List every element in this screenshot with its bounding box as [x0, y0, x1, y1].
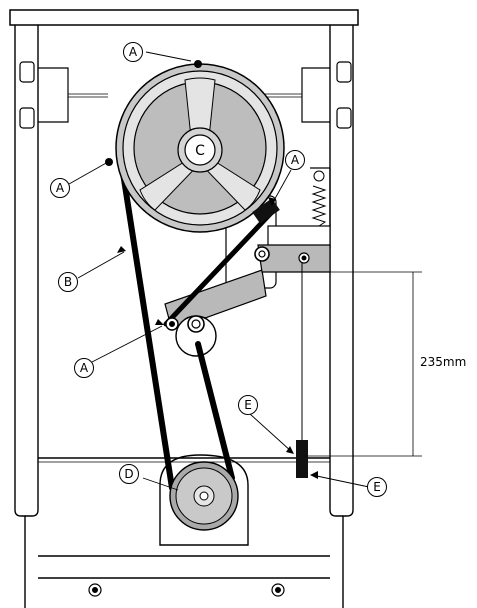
- callout-a-left: A: [50, 178, 70, 198]
- callout-a-top: A: [123, 42, 143, 62]
- callout-a-tensioner: A: [285, 150, 305, 170]
- svg-text:C: C: [195, 143, 205, 159]
- callout-dots: [105, 60, 318, 479]
- belt-left-run: [118, 157, 175, 491]
- dimension-indicator: [306, 271, 422, 457]
- callout-c-pulley: C: [195, 143, 205, 159]
- drive-belts: [118, 157, 275, 491]
- left-bracket: [19, 61, 108, 129]
- belt-upper-run: [163, 209, 275, 327]
- tension-spring: [311, 170, 327, 227]
- motor-pulley: [169, 461, 239, 531]
- dimension-label: 235mm: [420, 355, 466, 369]
- callout-a-pivot: A: [74, 358, 94, 378]
- top-plate: [9, 9, 359, 26]
- right-bracket: [262, 61, 352, 129]
- tension-block: [252, 198, 280, 224]
- svg-text:D: D: [124, 467, 133, 481]
- bottom-feet: [88, 583, 285, 597]
- callout-leaders: [68, 51, 370, 491]
- pivot-bolts: [165, 246, 310, 333]
- measurement-block: [296, 440, 308, 478]
- callout-d-motor: D: [119, 464, 139, 484]
- callout-b-belt: B: [58, 272, 78, 292]
- svg-text:A: A: [129, 45, 138, 59]
- svg-text:A: A: [291, 153, 300, 167]
- main-pulley: [115, 63, 285, 233]
- svg-text:E: E: [373, 480, 381, 494]
- cabinet-frame: [14, 25, 354, 608]
- svg-text:E: E: [244, 398, 252, 412]
- callout-e-lower: E: [367, 477, 387, 497]
- callout-e-upper: E: [238, 395, 258, 415]
- svg-text:B: B: [64, 275, 72, 289]
- belt-right-run: [195, 341, 235, 481]
- svg-text:A: A: [56, 181, 65, 195]
- svg-text:A: A: [80, 361, 89, 375]
